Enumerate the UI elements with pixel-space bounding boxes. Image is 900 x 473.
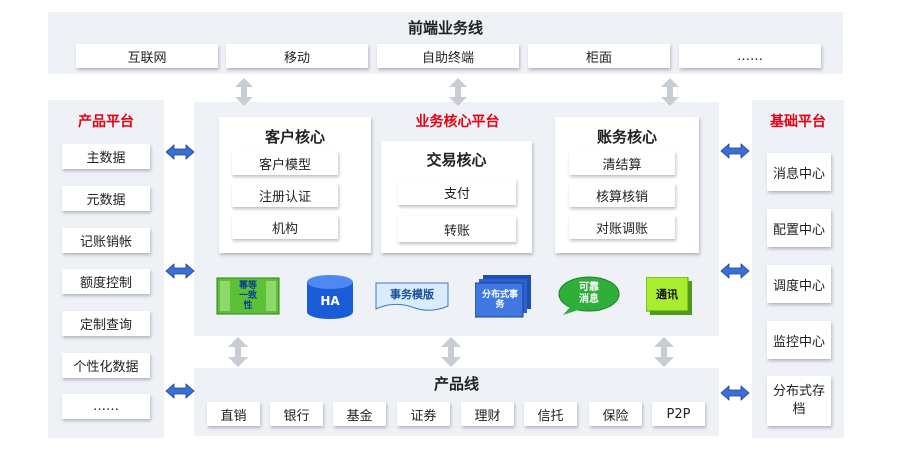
transaction-item-payment: 支付 bbox=[398, 179, 516, 205]
product-item-bookkeeping: 记账销帐 bbox=[62, 228, 150, 253]
frontend-item-internet: 互联网 bbox=[76, 44, 218, 68]
product-line-title: 产品线 bbox=[433, 375, 479, 393]
customer-item-model: 客户模型 bbox=[232, 151, 338, 175]
product-line-item-securities: 证券 bbox=[397, 402, 450, 426]
customer-core-title: 客户核心 bbox=[264, 128, 325, 146]
distributed-transaction-icon: 分布式事务 bbox=[475, 274, 533, 318]
product-item-metadata: 元数据 bbox=[62, 186, 150, 211]
accounting-item-settlement: 清结算 bbox=[569, 151, 675, 175]
frontend-item-mobile: 移动 bbox=[226, 44, 368, 68]
base-item-message-center: 消息中心 bbox=[767, 153, 831, 191]
product-platform-title: 产品平台 bbox=[78, 114, 134, 130]
horizontal-arrow-left-2 bbox=[165, 263, 195, 279]
base-item-distributed-archive: 分布式存档 bbox=[767, 376, 831, 426]
vertical-arrow-bottom-center bbox=[441, 337, 461, 367]
reliable-message-label: 可靠消息 bbox=[579, 282, 599, 305]
core-platform-title: 业务核心平台 bbox=[415, 114, 500, 130]
product-item-quota-control: 额度控制 bbox=[62, 269, 150, 294]
vertical-arrow-top-center bbox=[449, 78, 467, 106]
ha-label: HA bbox=[320, 294, 340, 308]
base-item-monitor-center: 监控中心 bbox=[767, 321, 831, 359]
product-item-custom-query: 定制查询 bbox=[62, 311, 150, 336]
horizontal-arrow-right-2 bbox=[720, 263, 750, 279]
accounting-core-title: 账务核心 bbox=[596, 128, 657, 146]
transaction-item-transfer: 转账 bbox=[398, 216, 516, 242]
product-item-more: …… bbox=[62, 394, 150, 419]
base-item-schedule-center: 调度中心 bbox=[767, 265, 831, 303]
frontend-item-kiosk: 自助终端 bbox=[377, 44, 519, 68]
customer-item-registration: 注册认证 bbox=[232, 183, 338, 207]
frontend-title: 前端业务线 bbox=[407, 19, 483, 37]
product-item-personal-data: 个性化数据 bbox=[62, 353, 150, 378]
vertical-arrow-top-left bbox=[235, 78, 253, 106]
horizontal-arrow-right-1 bbox=[720, 143, 750, 159]
product-line-item-direct: 直销 bbox=[207, 402, 260, 426]
horizontal-arrow-right-3 bbox=[720, 385, 750, 401]
horizontal-arrow-left-3 bbox=[165, 383, 195, 399]
communication-label: 通讯 bbox=[656, 288, 678, 301]
reliable-message-icon: 可靠消息 bbox=[557, 276, 621, 316]
distributed-transaction-label: 分布式事务 bbox=[482, 290, 519, 310]
template-label: 事务模版 bbox=[390, 288, 434, 301]
horizontal-arrow-left-1 bbox=[165, 144, 195, 160]
customer-item-institution: 机构 bbox=[232, 215, 338, 239]
frontend-item-more: …… bbox=[679, 44, 821, 68]
vertical-arrow-bottom-left bbox=[228, 337, 248, 367]
consistency-label: 幂等一致性 bbox=[238, 281, 257, 311]
vertical-arrow-bottom-right bbox=[654, 337, 674, 367]
accounting-item-verification: 核算核销 bbox=[569, 183, 675, 207]
consistency-icon: 幂等一致性 bbox=[216, 276, 280, 316]
template-icon: 事务模版 bbox=[375, 282, 449, 312]
product-line-item-wealth: 理财 bbox=[461, 402, 514, 426]
ha-icon: HA bbox=[305, 274, 355, 320]
base-platform-title: 基础平台 bbox=[770, 114, 826, 130]
vertical-arrow-top-right bbox=[661, 78, 679, 106]
product-line-item-trust: 信托 bbox=[524, 402, 577, 426]
frontend-item-counter: 柜面 bbox=[528, 44, 670, 68]
product-line-item-bank: 银行 bbox=[270, 402, 323, 426]
product-line-item-insurance: 保险 bbox=[589, 402, 642, 426]
transaction-core-title: 交易核心 bbox=[426, 151, 487, 169]
base-item-config-center: 配置中心 bbox=[767, 209, 831, 247]
product-line-item-p2p: P2P bbox=[652, 402, 705, 426]
product-item-master-data: 主数据 bbox=[62, 144, 150, 169]
accounting-item-reconciliation: 对账调账 bbox=[569, 215, 675, 239]
product-line-item-fund: 基金 bbox=[333, 402, 386, 426]
communication-icon: 通讯 bbox=[646, 277, 694, 317]
